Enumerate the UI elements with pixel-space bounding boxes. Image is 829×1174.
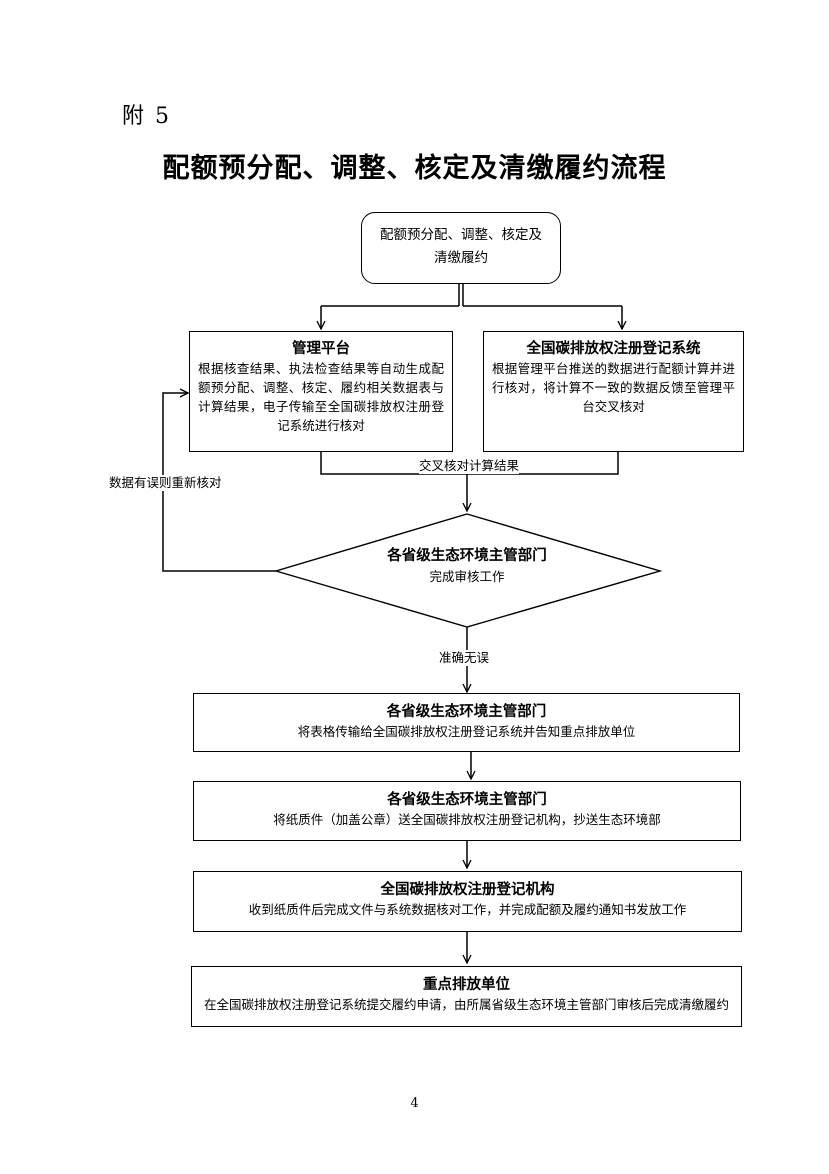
annex-label: 附 5 xyxy=(122,104,171,129)
step2-heading: 各省级生态环境主管部门 xyxy=(387,791,547,808)
review-node: 各省级生态环境主管部门 完成审核工作 xyxy=(330,545,604,587)
step3-box: 全国碳排放权注册登记机构 收到纸质件后完成文件与系统数据核对工作，并完成配额及履… xyxy=(193,871,742,932)
cross-check-label: 交叉核对计算结果 xyxy=(419,458,520,474)
step4-body: 在全国碳排放权注册登记系统提交履约申请，由所属省级生态环境主管部门审核后完成清缴… xyxy=(203,997,729,1012)
management-platform-box: 管理平台 根据核查结果、执法检查结果等自动生成配额预分配、调整、核定、履约相关数… xyxy=(189,331,453,452)
review-node-body: 完成审核工作 xyxy=(429,569,505,584)
step1-box: 各省级生态环境主管部门 将表格传输给全国碳排放权注册登记系统并告知重点排放单位 xyxy=(193,693,740,752)
registry-system-box: 全国碳排放权注册登记系统 根据管理平台推送的数据进行配额计算并进行核对，将计算不… xyxy=(483,331,744,452)
step1-heading: 各省级生态环境主管部门 xyxy=(386,703,547,720)
registry-system-body: 根据管理平台推送的数据进行配额计算并进行核对，将计算不一致的数据反馈至管理平台交… xyxy=(492,361,735,414)
start-node-line2: 清缴履约 xyxy=(434,250,488,266)
page-title: 配额预分配、调整、核定及清缴履约流程 xyxy=(162,153,667,184)
start-node-line1: 配额预分配、调整、核定及 xyxy=(380,227,542,243)
review-node-heading: 各省级生态环境主管部门 xyxy=(387,547,547,564)
step3-heading: 全国碳排放权注册登记机构 xyxy=(380,881,555,898)
page-number: 4 xyxy=(410,1096,419,1111)
step2-body: 将纸质件（加盖公章）送全国碳排放权注册登记机构，抄送生态环境部 xyxy=(273,812,661,827)
step1-body: 将表格传输给全国碳排放权注册登记系统并告知重点排放单位 xyxy=(297,724,636,739)
step4-heading: 重点排放单位 xyxy=(423,976,510,993)
management-platform-heading: 管理平台 xyxy=(292,340,350,357)
start-node: 配额预分配、调整、核定及 清缴履约 xyxy=(361,212,561,284)
step4-box: 重点排放单位 在全国碳排放权注册登记系统提交履约申请，由所属省级生态环境主管部门… xyxy=(191,966,742,1027)
step3-body: 收到纸质件后完成文件与系统数据核对工作，并完成配额及履约通知书发放工作 xyxy=(248,902,687,917)
cross-check-bracket xyxy=(320,452,619,475)
step2-box: 各省级生态环境主管部门 将纸质件（加盖公章）送全国碳排放权注册登记机构，抄送生态… xyxy=(193,781,741,841)
accurate-label: 准确无误 xyxy=(439,650,490,666)
management-platform-body: 根据核查结果、执法检查结果等自动生成配额预分配、调整、核定、履约相关数据表与计算… xyxy=(198,361,444,433)
registry-system-heading: 全国碳排放权注册登记系统 xyxy=(526,340,701,357)
error-loop-label: 数据有误则重新核对 xyxy=(109,475,222,491)
